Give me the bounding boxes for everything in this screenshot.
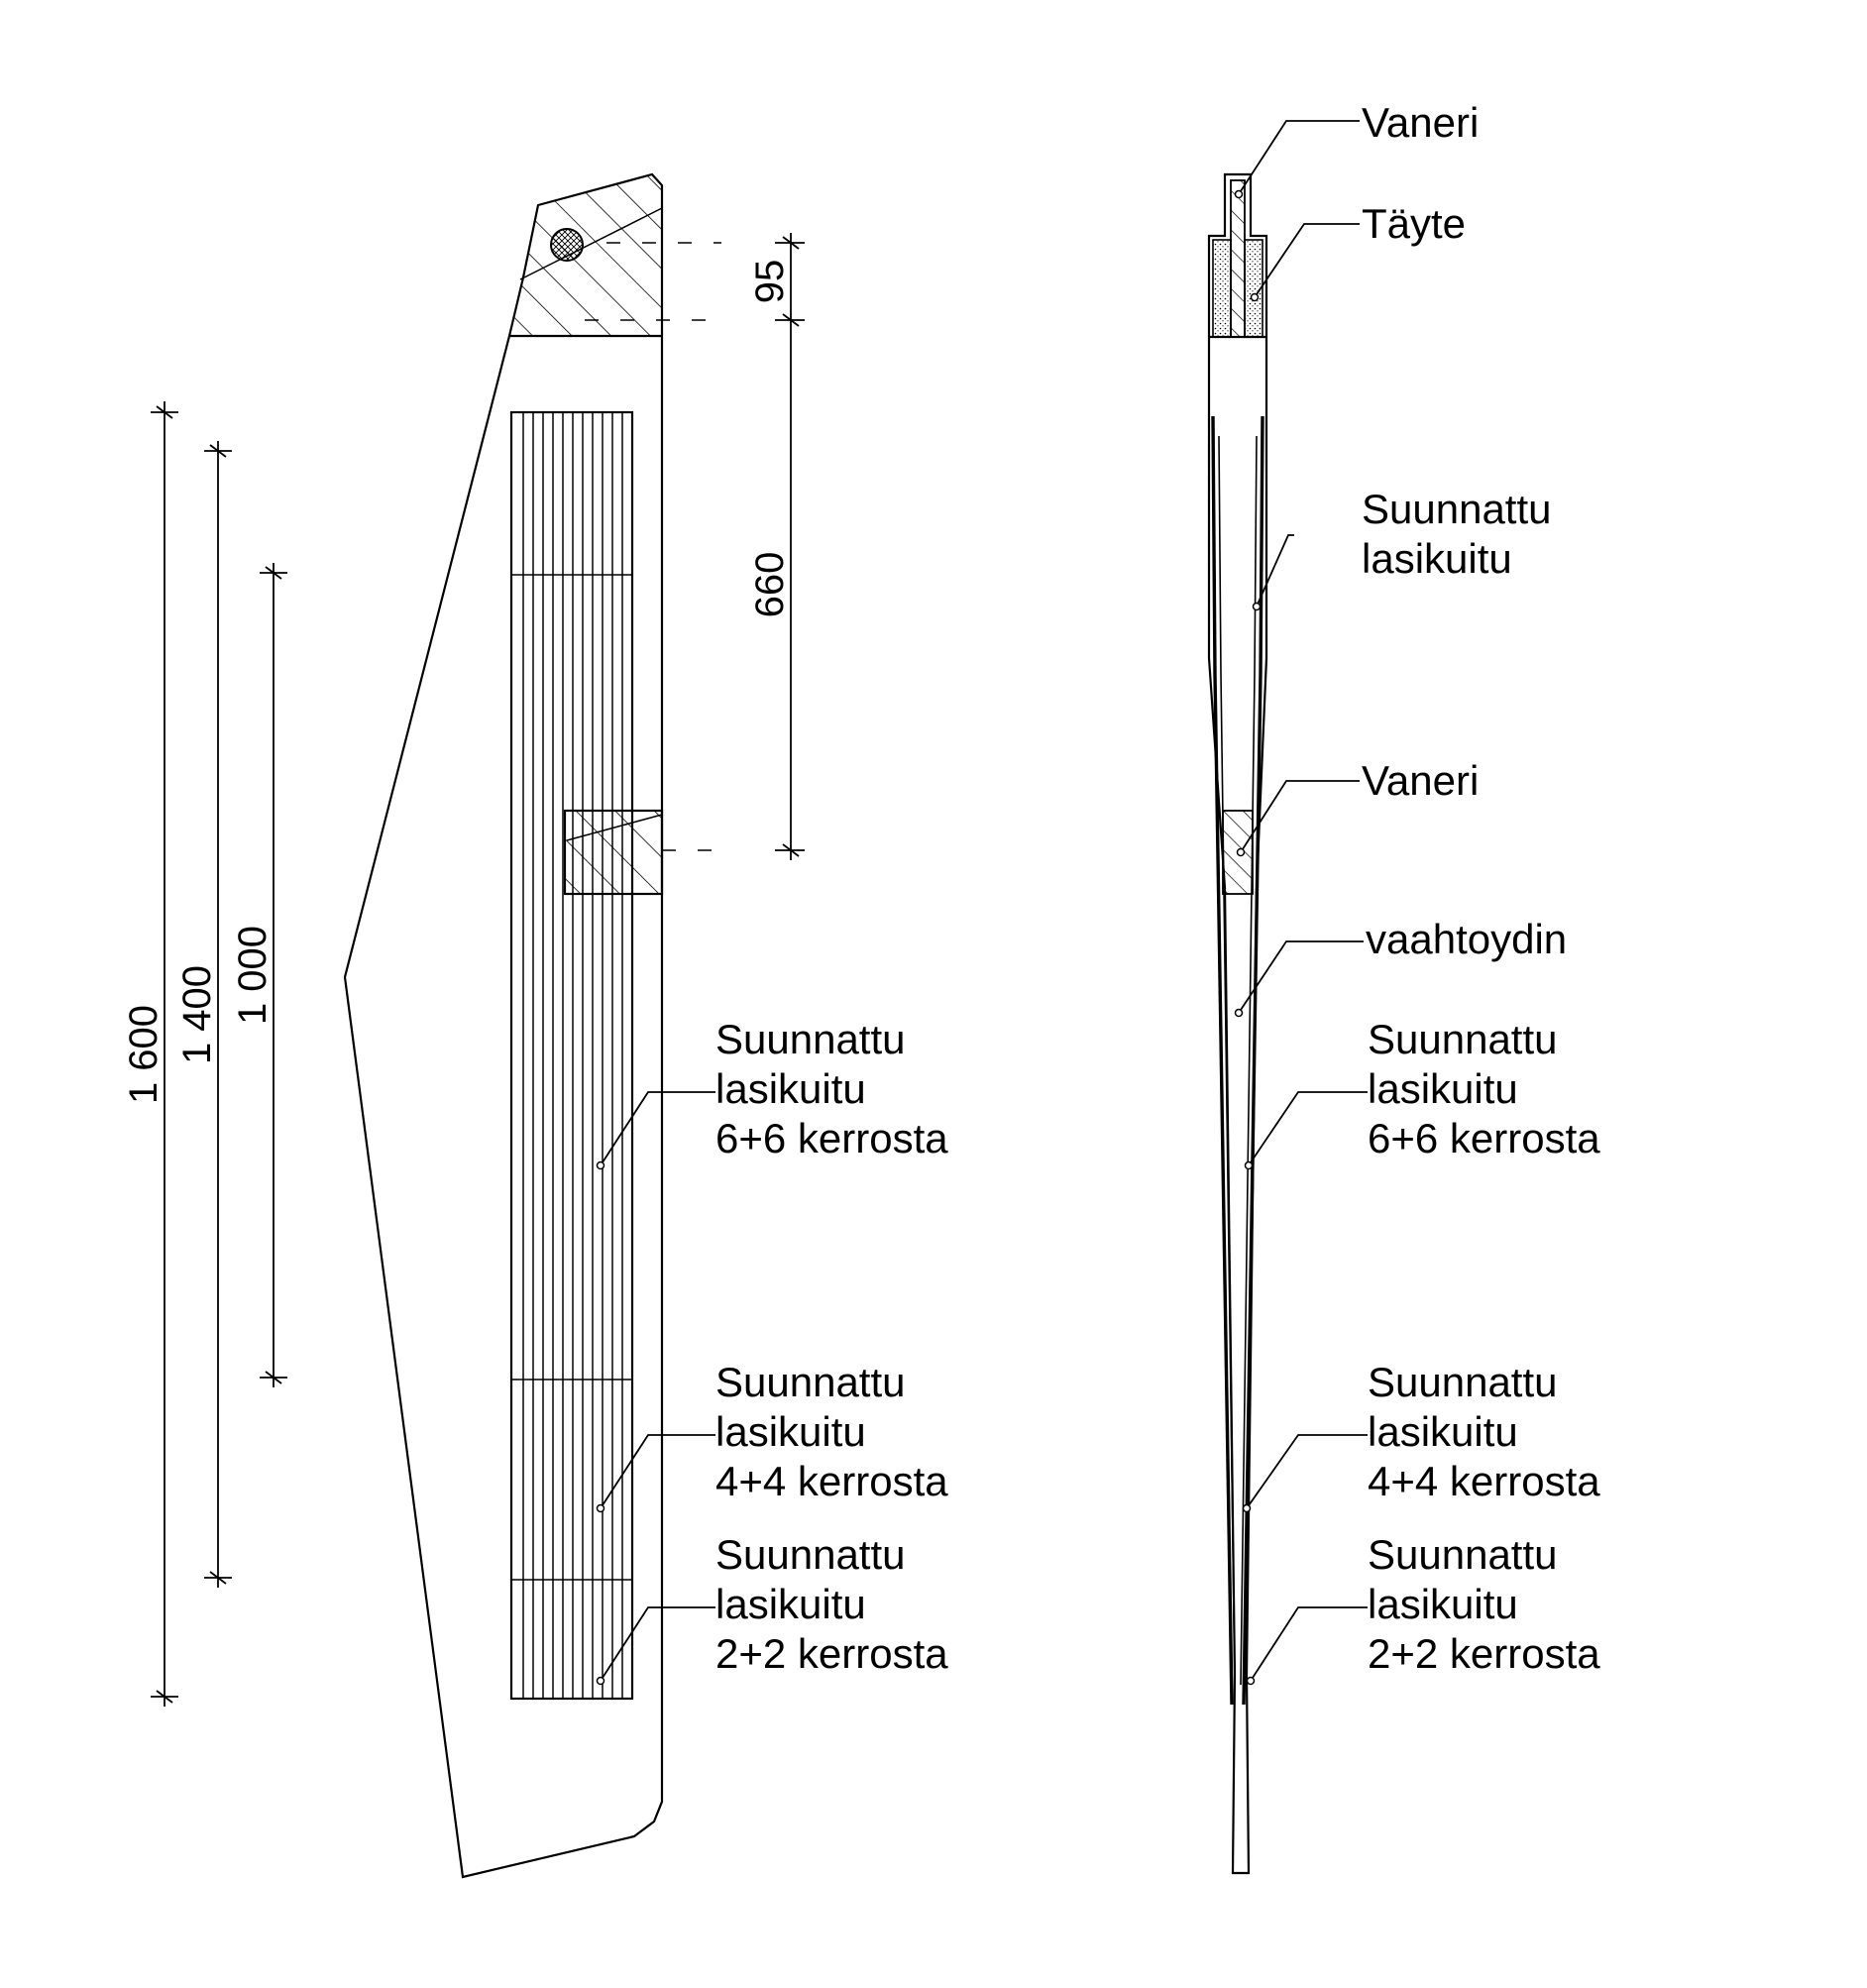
section-leader-4plus4: [1242, 1434, 1368, 1513]
section-skin-left-2: [1218, 435, 1236, 1686]
section-view: Vaneri Täyte Suunnattu lasikuitu Vaneri …: [1207, 99, 1600, 1875]
fiberglass-plies: [509, 410, 634, 1701]
section-label-tayte: Täyte: [1362, 200, 1466, 247]
side-label-6plus6: Suunnattu lasikuitu 6+6 kerrosta: [715, 1016, 948, 1161]
section-leader-6plus6: [1244, 1091, 1368, 1170]
dim-1600-label: 1 600: [122, 1005, 165, 1104]
side-label-4plus4: Suunnattu lasikuitu 4+4 kerrosta: [715, 1359, 948, 1504]
blade-outline: [343, 172, 664, 1879]
section-label-vaneri-mid: Vaneri: [1362, 757, 1479, 804]
plywood-pad: [563, 809, 664, 896]
side-leader-6plus6: [596, 1091, 715, 1170]
dim-1000-label: 1 000: [231, 926, 275, 1025]
section-label-suunnattu-top: Suunnattu lasikuitu: [1362, 486, 1563, 582]
section-label-vaahtoydin: vaahtoydin: [1366, 916, 1567, 962]
side-leader-2plus2: [596, 1606, 715, 1686]
section-label-4plus4: Suunnattu lasikuitu 4+4 kerrosta: [1368, 1359, 1600, 1504]
top-insert-hatch: [509, 174, 662, 336]
pivot-hole: [550, 228, 584, 262]
side-label-2plus2: Suunnattu lasikuitu 2+2 kerrosta: [715, 1531, 948, 1677]
dimension-1600: 1 600: [122, 401, 178, 1707]
section-skin-right-2: [1240, 435, 1258, 1686]
section-top-plywood: [1230, 179, 1246, 338]
section-leader-suunnattu-top: [1252, 534, 1294, 611]
section-label-vaneri-top: Vaneri: [1362, 99, 1479, 146]
dimension-95-660: 95 660: [748, 233, 805, 860]
dimension-1000: 1 000: [231, 563, 287, 1387]
section-leader-tayte: [1250, 223, 1360, 302]
section-label-2plus2: Suunnattu lasikuitu 2+2 kerrosta: [1368, 1531, 1600, 1677]
side-leader-4plus4: [596, 1434, 715, 1513]
top-insert-line: [519, 207, 663, 280]
section-skin-right: [1242, 415, 1264, 1706]
section-leader-vaneri-mid: [1236, 780, 1360, 857]
dim-1400-label: 1 400: [175, 965, 219, 1064]
section-leader-vaneri-top: [1234, 120, 1360, 199]
section-leader-vaahtoydin: [1234, 940, 1364, 1018]
ply-stack-frame: [509, 410, 634, 1701]
side-view: 95 660 1 600 1 400 1 00: [122, 172, 948, 1879]
dimension-1400: 1 400: [175, 441, 232, 1588]
section-leader-2plus2: [1246, 1606, 1368, 1686]
dim-95-label: 95: [748, 260, 792, 304]
section-skin-left: [1211, 415, 1234, 1706]
dim-660-label: 660: [748, 552, 792, 618]
section-outline: [1207, 172, 1268, 1875]
section-label-6plus6: Suunnattu lasikuitu 6+6 kerrosta: [1368, 1016, 1600, 1161]
section-filler-left: [1212, 239, 1232, 338]
